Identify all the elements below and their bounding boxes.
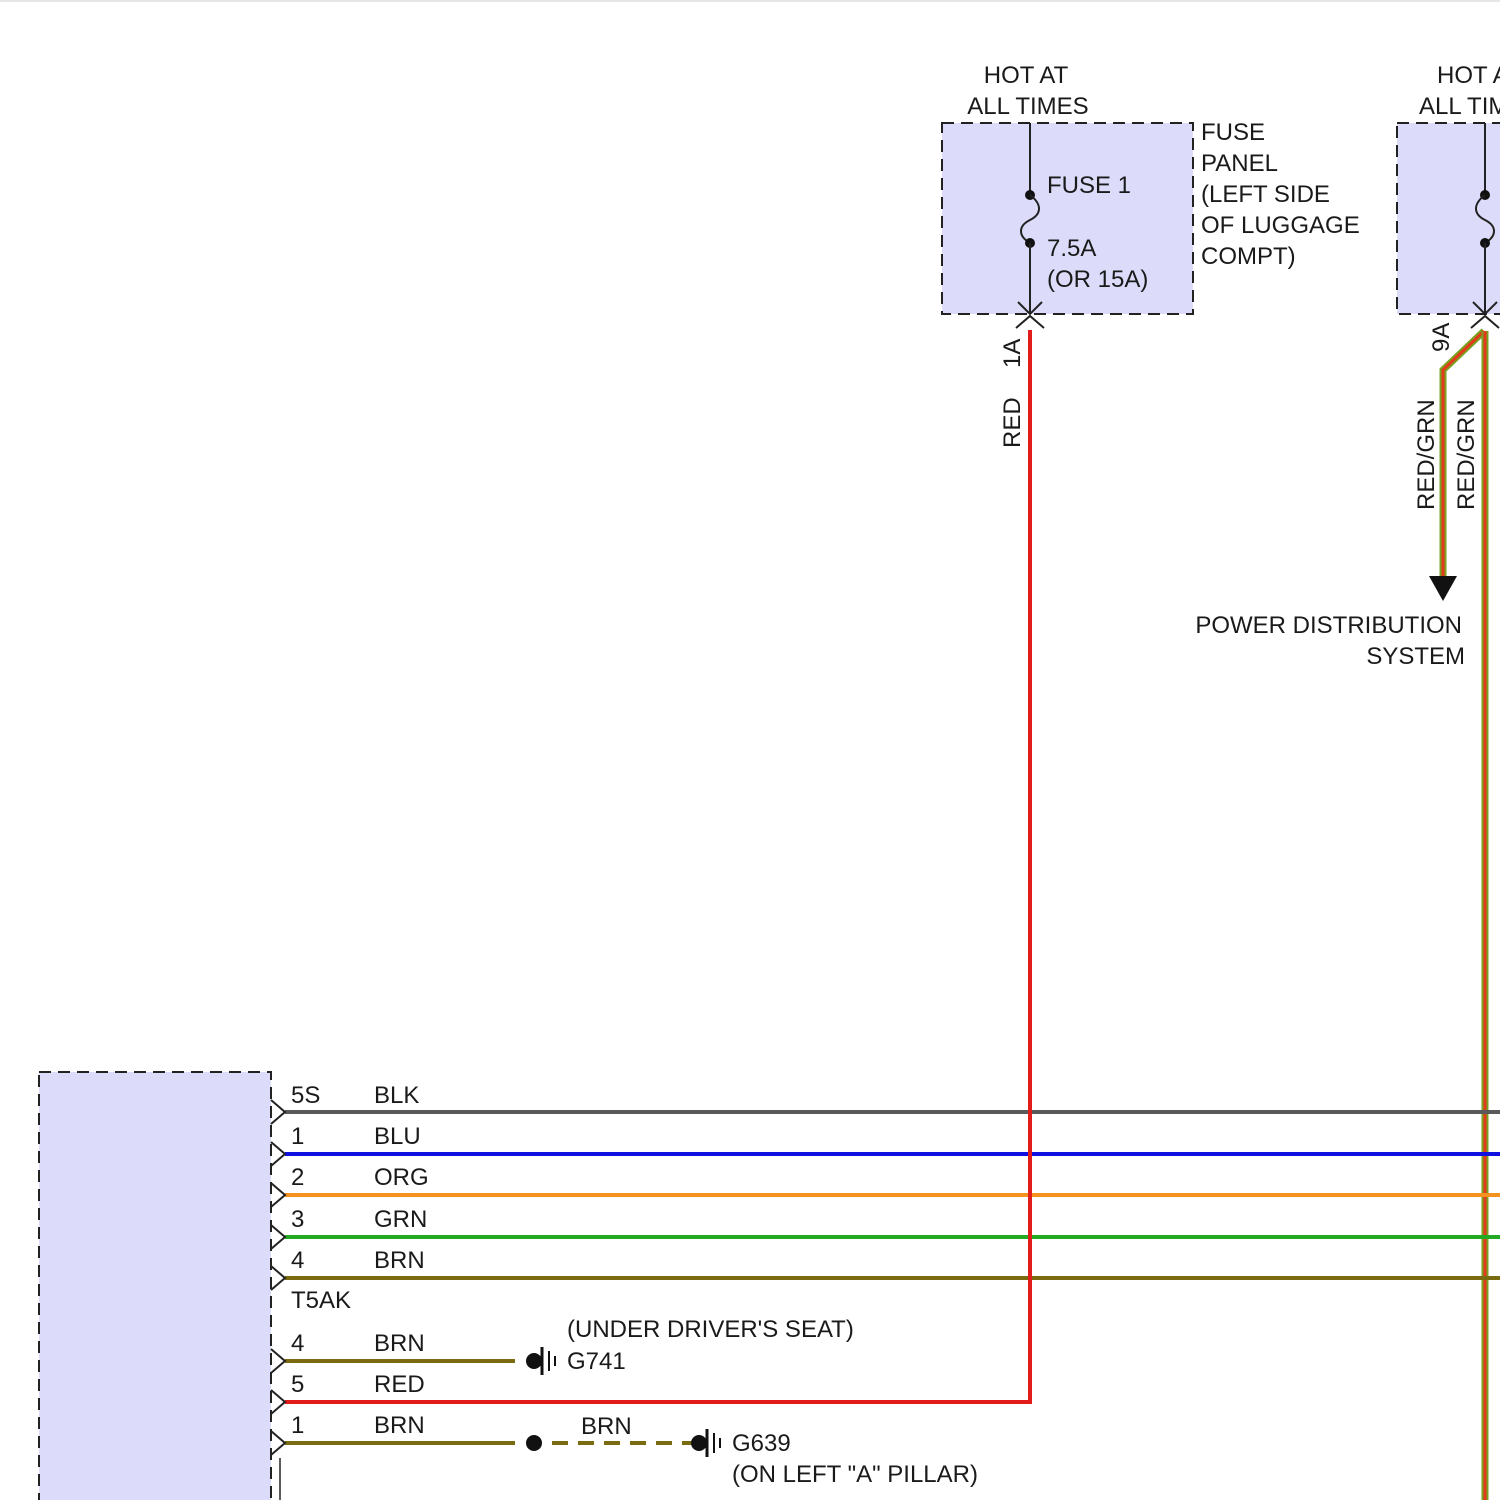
lower-pin-1-color-label: BRN bbox=[374, 1412, 425, 1439]
red-wire-label: RED bbox=[999, 397, 1026, 448]
hot-label-right-line2: ALL TIM bbox=[1419, 93, 1500, 120]
connector-1a-symbol bbox=[1016, 316, 1044, 328]
g741-location-label: (UNDER DRIVER'S SEAT) bbox=[567, 1316, 854, 1343]
lower-pin-1-connector bbox=[271, 1431, 285, 1455]
fuse-panel-right: HOT A ALL TIM 9A RED/GRN RED/GRN POWER D… bbox=[1195, 62, 1500, 1500]
fuse-panel-label-line4: OF LUGGAGE bbox=[1201, 212, 1360, 239]
pin-5s-label: 5S bbox=[291, 1082, 320, 1109]
g741-splice-dot bbox=[526, 1353, 542, 1369]
lower-pin-5-label: 5 bbox=[291, 1371, 304, 1398]
module-box bbox=[39, 1072, 271, 1500]
pin-1-connector bbox=[271, 1142, 285, 1166]
g639-wire-label: BRN bbox=[581, 1413, 632, 1440]
pin-5s-connector bbox=[271, 1100, 285, 1124]
pin-3-color-label: GRN bbox=[374, 1206, 427, 1233]
g639-dot bbox=[691, 1435, 707, 1451]
hot-at-all-times-label-line1: HOT AT bbox=[984, 62, 1069, 89]
lower-pin-4-connector bbox=[271, 1349, 285, 1373]
pin-4-color-label: BRN bbox=[374, 1247, 425, 1274]
pin-1-label: 1 bbox=[291, 1123, 304, 1150]
pin-1-color-label: BLU bbox=[374, 1123, 421, 1150]
power-distribution-arrow-icon bbox=[1429, 576, 1457, 601]
fuse-rating-label: 7.5A bbox=[1047, 235, 1096, 262]
pin-2-label: 2 bbox=[291, 1164, 304, 1191]
pin-4-label: 4 bbox=[291, 1247, 304, 1274]
hot-label-right-line1: HOT A bbox=[1437, 62, 1500, 89]
fuse-panel-label-line1: FUSE bbox=[1201, 119, 1265, 146]
fuse-panel-left: HOT AT ALL TIMES FUSE 1 7.5A (OR 15A) FU… bbox=[942, 62, 1360, 448]
connector-t5ak-label: T5AK bbox=[291, 1287, 351, 1314]
lower-pin-4-label: 4 bbox=[291, 1330, 304, 1357]
pin-3-connector bbox=[271, 1225, 285, 1249]
fuse-panel-label-line3: (LEFT SIDE bbox=[1201, 181, 1330, 208]
fuse-name-label: FUSE 1 bbox=[1047, 172, 1131, 199]
fuse-panel-label-line2: PANEL bbox=[1201, 150, 1278, 177]
g741-label: G741 bbox=[567, 1348, 626, 1375]
g639-splice-dot bbox=[526, 1435, 542, 1451]
g639-location-label: (ON LEFT "A" PILLAR) bbox=[732, 1461, 978, 1488]
lower-pin-5-color-label: RED bbox=[374, 1371, 425, 1398]
lower-pin-4-color-label: BRN bbox=[374, 1330, 425, 1357]
ground-g639: BRN G639 (ON LEFT "A" PILLAR) bbox=[526, 1413, 978, 1488]
hot-at-all-times-label-line2: ALL TIMES bbox=[967, 93, 1088, 120]
red-grn-wire-label-1: RED/GRN bbox=[1413, 399, 1440, 510]
lower-pin-1-label: 1 bbox=[291, 1412, 304, 1439]
pin-3-label: 3 bbox=[291, 1206, 304, 1233]
pin-2-connector bbox=[271, 1183, 285, 1207]
pin-5s-color-label: BLK bbox=[374, 1082, 419, 1109]
lower-connector: 4 BRN 5 RED 1 BRN bbox=[271, 1330, 425, 1500]
fuse-alt-rating-label: (OR 15A) bbox=[1047, 266, 1148, 293]
lower-pin-5-connector bbox=[271, 1390, 285, 1414]
power-distribution-label-line2: SYSTEM bbox=[1366, 643, 1465, 670]
harness-wires bbox=[285, 1112, 1500, 1278]
pin-4-connector bbox=[271, 1266, 285, 1290]
pin-2-color-label: ORG bbox=[374, 1164, 429, 1191]
ground-g741: G741 (UNDER DRIVER'S SEAT) bbox=[526, 1316, 854, 1375]
red-wire-fuse1 bbox=[285, 330, 1030, 1402]
g639-label: G639 bbox=[732, 1430, 791, 1457]
terminal-9a-label: 9A bbox=[1428, 323, 1455, 352]
module-component bbox=[39, 1072, 271, 1500]
red-grn-wire-label-2: RED/GRN bbox=[1453, 399, 1480, 510]
connector-9a-symbol bbox=[1471, 316, 1499, 328]
fuse-panel-label-line5: COMPT) bbox=[1201, 243, 1296, 270]
power-distribution-label-line1: POWER DISTRIBUTION bbox=[1195, 612, 1462, 639]
terminal-1a-label: 1A bbox=[999, 339, 1026, 368]
